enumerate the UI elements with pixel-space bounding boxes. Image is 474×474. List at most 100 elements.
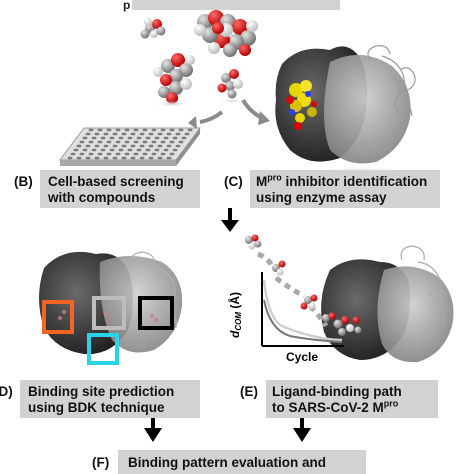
plate-well [154,148,160,152]
plate-well [124,152,130,156]
plate-well [151,152,157,156]
plate-well [85,144,91,148]
plate-well [97,152,103,156]
compound-molecules-group [140,10,258,107]
site-box-gray [92,296,126,330]
plate-well [121,144,127,148]
plate-well [106,140,112,144]
arrow-to-screening [199,110,224,124]
panel-b-line1: Cell-based screening [48,174,184,189]
plate-well [160,152,166,156]
plate-well [67,156,73,160]
plate-well [94,132,100,136]
plate-well [154,136,160,140]
plate-well [94,156,100,160]
panel-c-line2: using enzyme assay [256,190,387,205]
plate-well [175,132,181,136]
plate-well [157,144,163,148]
plate-well [151,140,157,144]
panel-c-line1: Mpro inhibitor identification [256,172,428,190]
plate-well [127,136,133,140]
plate-well [166,144,172,148]
plate-well [181,136,187,140]
plate-well [178,140,184,144]
plot-ylabel-sub: COM [234,311,243,331]
plate-well [175,144,181,148]
plate-well [139,144,145,148]
plate-well [73,148,79,152]
panel-e-line2-pre: to SARS-CoV-2 M [272,400,384,415]
ligand-path-plot [245,234,344,347]
plate-well [82,148,88,152]
plate-well [163,136,169,140]
plate-well [169,140,175,144]
plot-ylabel-main: d [228,330,242,338]
plate-well [100,148,106,152]
arrow-head-right [258,111,270,125]
plate-well [85,156,91,160]
arrow-head-left [188,116,197,129]
plate-well [187,128,193,132]
panel-a-label-box [132,0,340,10]
panel-b-letter: (B) [14,174,33,189]
plate-well [145,136,151,140]
plate-well [106,152,112,156]
plate-well [121,132,127,136]
panel-c-line1-post: inhibitor identification [281,174,428,189]
plate-well [88,140,94,144]
plate-well [142,152,148,156]
molecule-medium-left [153,53,195,104]
panel-e-label-box [266,380,438,418]
plate-well [136,148,142,152]
plate-well [130,132,136,136]
plate-well [133,140,139,144]
panel-c-letter: (C) [224,174,243,189]
panel-f-letter: (F) [92,455,110,470]
plate-well [115,128,121,132]
panel-a-label-fragment: p [123,0,131,12]
panel-d-letter: (D) [0,384,13,399]
plate-well [184,132,190,136]
plate-well [145,148,151,152]
plate-well [130,144,136,148]
plate-well [112,144,118,148]
plate-well [91,148,97,152]
plate-well [139,132,145,136]
plate-well [160,128,166,132]
site-box-cyan [87,333,119,365]
plate-well [133,128,139,132]
panel-f-line1: Binding pattern evaluation and [128,455,327,470]
plate-well [157,156,163,160]
panel-e-line1: Ligand-binding path [272,384,402,399]
well-plate [59,127,201,166]
plate-well [160,140,166,144]
site-box-orange [42,300,74,334]
plot-ylabel: dCOM (Å) [228,292,243,338]
ligand-binding-site-highlight [286,80,317,130]
plate-well [88,152,94,156]
plate-well [103,132,109,136]
plate-well [142,128,148,132]
plate-well [97,128,103,132]
plot-xlabel: Cycle [286,350,319,364]
plate-well [148,156,154,160]
plate-well [79,140,85,144]
panel-d-label-box [20,380,200,418]
plate-well [166,132,172,136]
panel-c-label-box [250,170,440,208]
panel-c-line1-sup: pro [267,172,282,183]
down-arrow-right [293,418,311,442]
plate-well [118,136,124,140]
site-box-black [138,296,174,330]
panel-b-line2: with compounds [48,190,156,205]
plate-well [82,136,88,140]
plate-well [118,148,124,152]
plate-well [166,156,172,160]
plate-well [178,128,184,132]
plate-well [88,128,94,132]
plate-well [109,148,115,152]
plate-well [157,132,163,136]
plate-well [133,152,139,156]
plate-well [172,148,178,152]
